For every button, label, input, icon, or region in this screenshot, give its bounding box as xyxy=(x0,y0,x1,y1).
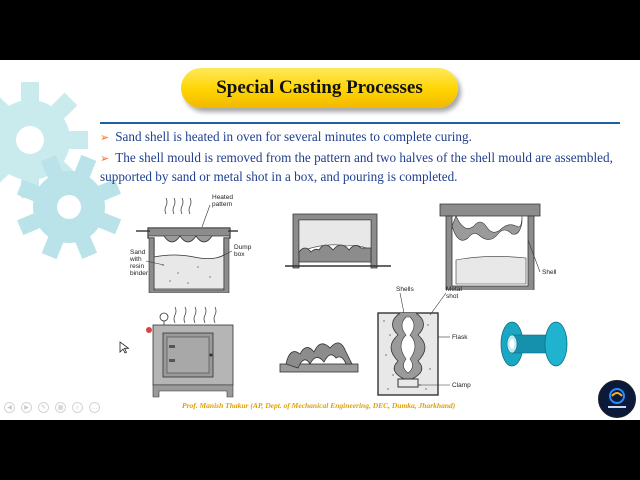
flask-diagram: Shells Metal shot Flask Clamp xyxy=(377,286,471,396)
arrow-bullet-icon: ➢ xyxy=(100,153,110,165)
slide: Special Casting Processes ➢ Sand shell is… xyxy=(0,60,640,420)
slide-footer: Prof. Manish Thakur (AP, Dept. of Mechan… xyxy=(182,401,456,410)
title-divider xyxy=(100,122,620,124)
mouse-cursor-icon xyxy=(119,341,129,354)
label-shells: Shells xyxy=(396,286,414,293)
label-dump: Dump xyxy=(234,244,252,251)
arrow-bullet-icon: ➢ xyxy=(100,132,110,144)
label-clamp: Clamp xyxy=(452,382,471,389)
channel-logo-icon xyxy=(598,380,636,418)
oven-diagram xyxy=(146,306,234,398)
casting-part-diagram xyxy=(500,321,568,367)
slides-grid-icon[interactable]: ▦ xyxy=(55,402,66,413)
bullet-item: ➢ Sand shell is heated in oven for severa… xyxy=(100,128,620,147)
bullet-text: Sand shell is heated in oven for several… xyxy=(115,129,472,144)
label-shot: shot xyxy=(446,293,458,300)
slide-title-banner: Special Casting Processes xyxy=(181,68,458,108)
label-resin: resin xyxy=(130,263,144,270)
dump-box-diagram: Heated pattern Dump box Sand with resin … xyxy=(129,194,252,293)
label-heated: Heated xyxy=(212,194,233,201)
zoom-icon[interactable]: ⌕ xyxy=(72,402,83,413)
label-metal: Metal xyxy=(446,286,462,293)
next-nav-icon[interactable]: ▶ xyxy=(21,402,32,413)
inverted-box-diagram xyxy=(285,213,391,269)
label-binder: binder xyxy=(130,270,149,277)
shell-stripped-diagram: Shell xyxy=(439,203,557,290)
shell-half-diagram xyxy=(279,342,359,373)
bullet-text: The shell mould is removed from the patt… xyxy=(100,150,613,184)
bullet-item: ➢The shell mould is removed from the pat… xyxy=(100,149,620,185)
slide-title: Special Casting Processes xyxy=(216,77,423,98)
label-pattern: pattern xyxy=(212,201,233,208)
gear-decoration-icon xyxy=(16,154,122,260)
label-flask: Flask xyxy=(452,334,468,341)
gear-decoration-icon xyxy=(0,82,88,198)
label-with: with xyxy=(129,256,142,263)
pen-tool-icon[interactable]: ✎ xyxy=(38,402,49,413)
more-options-icon[interactable]: … xyxy=(89,402,100,413)
prev-nav-icon[interactable]: ◀ xyxy=(4,402,15,413)
label-box: box xyxy=(234,251,245,258)
label-shell: Shell xyxy=(542,269,557,276)
label-sand: Sand xyxy=(130,249,146,256)
